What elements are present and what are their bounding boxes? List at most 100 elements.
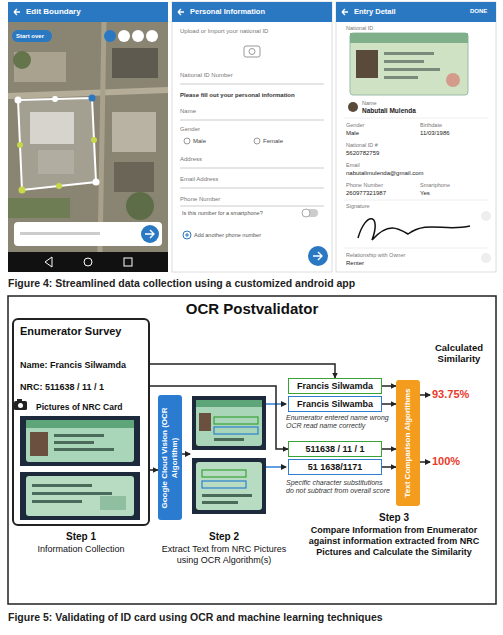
map-screen [91,137,97,143]
map-screen [114,162,154,192]
map-screen [8,90,168,96]
field-hint: Name [362,100,377,107]
detail-screen [342,9,348,15]
ocr-photo [202,470,246,477]
form-screen [180,84,324,85]
map-screen [132,30,144,42]
step-text: Compare Information from Enumerator agai… [296,525,492,557]
similarity-score: 100% [432,455,460,468]
map-screen [93,179,100,186]
map-screen [126,192,154,220]
field-hint: Relationship with Owner [346,252,405,259]
form-screen [178,9,184,15]
ocr-value-box: Francis Silwamba [288,396,382,412]
detail-screen [348,102,358,112]
diagram-frame [8,296,496,604]
nrc-photo [54,434,104,437]
similarity-score: 93.75% [432,388,469,401]
map-screen [112,112,156,152]
map-screen [141,225,159,243]
form-screen [249,49,255,55]
ocr-photo [196,400,262,407]
field-hint: Is this number for a smartphone? [182,210,263,217]
detail-screen [336,2,496,272]
map-screen [14,9,20,15]
option-text: Male [193,138,206,145]
camera-icon [17,399,22,402]
comparison-box: Text Comparison Algorithms [396,380,420,506]
form-screen [254,138,260,144]
nrc-photo [54,441,94,444]
ocr-photo [196,462,262,510]
field-hint: Name [180,108,196,115]
form-screen [172,2,332,272]
map-screen [12,30,52,42]
detail-screen [350,33,468,95]
ocr-photo [202,501,238,504]
nrc-photo [20,472,140,520]
map-screen [8,252,168,272]
map-screen [18,98,96,190]
map-screen [56,183,62,189]
form-screen [244,46,260,57]
nrc-photo [32,484,92,487]
survey-value-box: Francis Silwamda [288,378,382,394]
map-screen [8,2,168,272]
field-hint: Smartphone [420,182,450,189]
form-screen [302,209,310,217]
map-screen [17,142,23,148]
field-hint: Gender [346,122,364,129]
step-number: Step 2 [160,531,288,543]
map-screen [8,2,168,22]
detail-screen [344,118,488,119]
form-screen [184,138,190,144]
map-screen [8,198,70,218]
ocr-photo [214,417,258,424]
ocr-photo [214,438,244,441]
nrc-photo [26,420,134,462]
field-hint: National ID Number [180,72,233,79]
nrc-photo [100,496,126,510]
field-value: Renter [346,260,364,267]
form-screen [183,231,191,239]
field-value: Male [346,130,359,137]
diagram-frame [8,296,496,604]
detail-screen [336,2,496,22]
survey-panel: Enumerator SurveyName: Francis SilwamdaN… [12,318,150,526]
map-screen [14,52,66,82]
ocr-photo [199,413,211,431]
form-screen [180,188,324,189]
detail-screen [350,33,468,43]
form-screen [302,209,318,217]
detail-screen [384,76,418,79]
value-text: 51 1638/1171 [308,463,363,472]
connector-arrow [382,385,396,387]
field-hint: Email Address [180,176,218,183]
connector-arrow [382,403,396,405]
field-value: 260977321987 [346,190,386,197]
connector-arrow [150,469,158,471]
map-screen [118,30,130,42]
field-value: 5620782759 [346,150,379,157]
map-screen [100,22,104,252]
map-screen [104,30,116,42]
button-text: Start over [16,33,44,40]
form-screen [180,168,324,169]
form-screen [180,206,324,207]
detail-screen [336,2,496,272]
detail-screen [344,248,488,249]
form-screen [180,120,324,121]
screen-title: Personal Information [190,7,265,16]
camera-icon [14,399,27,410]
field-value: 11/03/1986 [420,130,450,137]
camera-icon [14,401,27,410]
detail-screen [384,60,424,63]
field-hint: Upload or Import your national ID [180,28,268,35]
detail-screen [356,50,378,78]
form-screen [185,233,189,237]
map-screen [20,232,100,235]
nrc-photo [32,500,82,503]
map-screen [19,187,26,194]
ocr-photo [196,400,262,446]
value-text: Francis Silwamda [297,382,373,391]
